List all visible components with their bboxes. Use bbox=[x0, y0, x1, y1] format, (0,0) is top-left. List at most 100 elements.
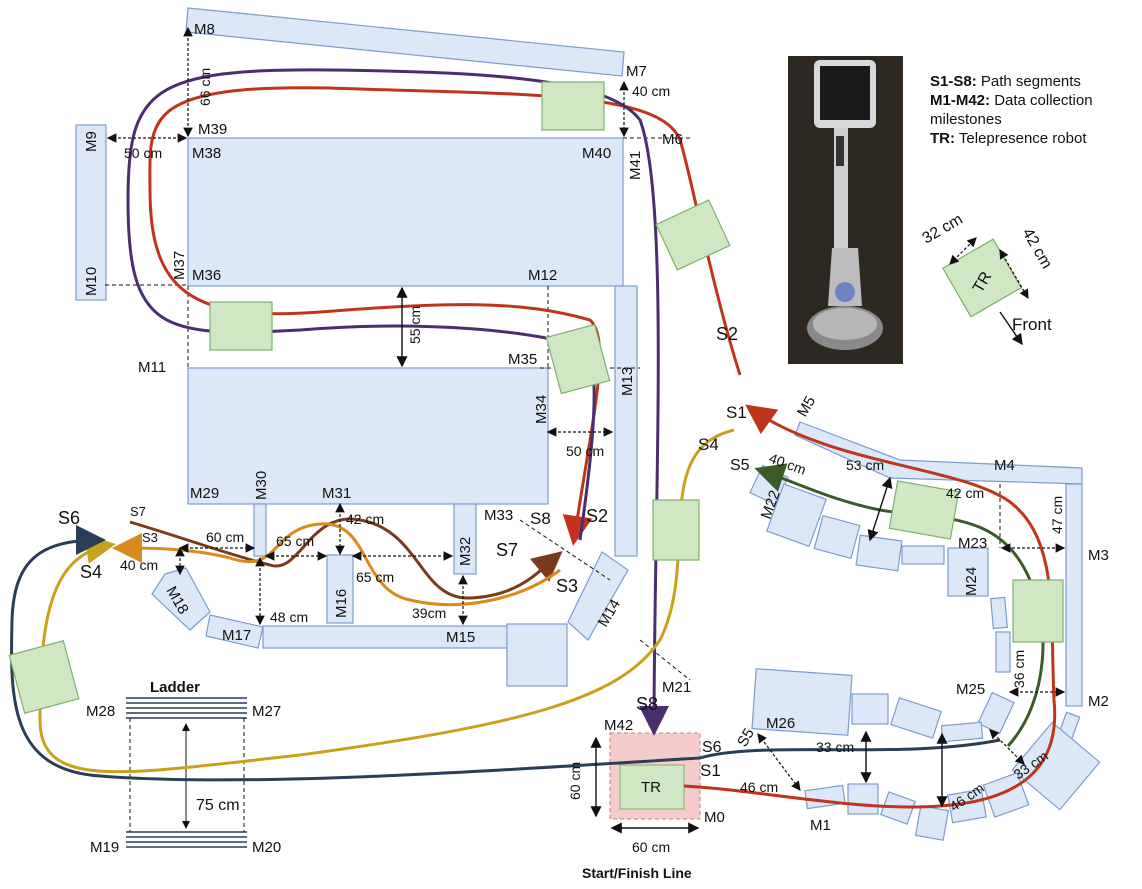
milestone-m28: M28 bbox=[86, 703, 115, 720]
start-robot-label: TR bbox=[641, 779, 661, 796]
path-s1 bbox=[683, 404, 1057, 809]
milestone-m31: M31 bbox=[322, 485, 351, 502]
path-s5 bbox=[754, 463, 1045, 748]
start-width-label: 60 cm bbox=[632, 839, 670, 855]
block-m25a bbox=[995, 631, 1011, 673]
robot-key-width: 32 cm bbox=[920, 211, 966, 248]
robot-key-length: 42 cm bbox=[1019, 226, 1056, 272]
block-cube bbox=[506, 623, 568, 687]
wall-m3 bbox=[1065, 483, 1083, 707]
robot-pos-m3 bbox=[1012, 579, 1064, 643]
milestone-m29: M29 bbox=[190, 485, 219, 502]
post-m16 bbox=[326, 554, 354, 624]
segment-s1-right: S1 bbox=[726, 403, 747, 422]
robot-pos-right bbox=[655, 199, 731, 271]
dim-47cm: 47 cm bbox=[1049, 496, 1065, 534]
segment-s8-mid: S8 bbox=[530, 509, 551, 528]
segment-s5-right: S5 bbox=[730, 457, 750, 474]
dim-40cm-left: 40 cm bbox=[120, 557, 158, 573]
milestone-m20: M20 bbox=[252, 839, 281, 856]
milestone-m9: M9 bbox=[83, 131, 100, 152]
segment-s8-bottom: S8 bbox=[636, 694, 658, 714]
segment-s1-start: S1 bbox=[700, 761, 721, 780]
milestone-m16: M16 bbox=[333, 589, 350, 618]
dim-55cm: 55 cm bbox=[407, 306, 423, 344]
robot-pos-top bbox=[541, 81, 605, 131]
milestone-m27: M27 bbox=[252, 703, 281, 720]
dimension-arrows bbox=[106, 26, 1066, 791]
dim-50cm-right: 50 cm bbox=[566, 443, 604, 459]
dim-42cm-right: 42 cm bbox=[946, 485, 984, 501]
robot-pos-m4 bbox=[888, 480, 960, 540]
block-right-b bbox=[1011, 721, 1101, 811]
milestone-m6: M6 bbox=[662, 131, 683, 148]
robot-pos-center bbox=[652, 499, 700, 561]
milestone-m37: M37 bbox=[171, 251, 188, 280]
milestone-m38: M38 bbox=[192, 145, 221, 162]
dim-65cm-b: 65 cm bbox=[356, 569, 394, 585]
block-m22d bbox=[855, 534, 903, 572]
block-m26d bbox=[940, 721, 984, 743]
legend: S1-S8: Path segments M1-M42: Data collec… bbox=[930, 72, 1135, 148]
segment-s4-right: S4 bbox=[698, 435, 719, 454]
milestone-m39: M39 bbox=[198, 121, 227, 138]
milestone-m32: M32 bbox=[457, 537, 474, 566]
dim-65cm-a: 65 cm bbox=[276, 533, 314, 549]
milestone-m2: M2 bbox=[1088, 693, 1109, 710]
milestone-m34: M34 bbox=[533, 395, 550, 424]
milestone-m15: M15 bbox=[446, 629, 475, 646]
milestone-m13: M13 bbox=[619, 367, 636, 396]
dim-33cm-a: 33 cm bbox=[816, 739, 854, 755]
start-finish-title: Start/Finish Line bbox=[582, 865, 692, 881]
segment-s2-right: S2 bbox=[716, 324, 738, 344]
table-upper bbox=[187, 137, 624, 287]
segment-s3-end: S3 bbox=[556, 576, 578, 596]
segment-s3-start: S3 bbox=[142, 530, 158, 545]
dim-60cm: 60 cm bbox=[206, 529, 244, 545]
dim-50cm-left: 50 cm bbox=[124, 145, 162, 161]
milestone-m3: M3 bbox=[1088, 547, 1109, 564]
block-m26b bbox=[851, 693, 889, 725]
milestone-m33: M33 bbox=[484, 507, 513, 524]
segment-labels: S1 S1 S2 S2 S3 S3 S4 S4 S5 S5 S6 S6 S7 S… bbox=[58, 324, 758, 780]
robot-pos-m35 bbox=[545, 323, 611, 395]
block-right-e bbox=[914, 805, 950, 841]
milestone-m26: M26 bbox=[766, 715, 795, 732]
ladder-gap-label: 75 cm bbox=[196, 797, 240, 814]
milestone-m12: M12 bbox=[528, 267, 557, 284]
milestone-m8: M8 bbox=[194, 21, 215, 38]
segment-s7-end: S7 bbox=[496, 540, 518, 560]
dim-46cm-a: 46 cm bbox=[740, 779, 778, 795]
wall-m13 bbox=[614, 285, 638, 557]
path-s7 bbox=[129, 517, 563, 600]
dim-36cm: 36 cm bbox=[1011, 650, 1027, 688]
milestone-m35: M35 bbox=[508, 351, 537, 368]
dim-42cm-center: 42 cm bbox=[346, 511, 384, 527]
robot-pos-left bbox=[8, 640, 80, 714]
block-m26 bbox=[751, 668, 853, 736]
segment-s2-mid: S2 bbox=[586, 506, 608, 526]
dim-66cm: 66 cm bbox=[197, 68, 213, 106]
post-m32 bbox=[453, 503, 477, 575]
block-m17 bbox=[205, 614, 264, 649]
milestone-m41: M41 bbox=[627, 151, 644, 180]
milestone-m36: M36 bbox=[192, 267, 221, 284]
legend-segments: S1-S8: Path segments bbox=[930, 73, 1081, 90]
path-s2 bbox=[148, 86, 742, 546]
milestone-m10: M10 bbox=[83, 267, 100, 296]
ladder-title: Ladder bbox=[150, 679, 200, 696]
milestone-labels: M0 M1 M2 M3 M4 M5 M6 M7 M8 M9 M10 M11 M1… bbox=[83, 21, 1109, 856]
block-m24 bbox=[947, 547, 989, 597]
wall-m9 bbox=[75, 124, 107, 301]
dim-48cm: 48 cm bbox=[270, 609, 308, 625]
dim-40cm-top: 40 cm bbox=[632, 83, 670, 99]
milestone-m40: M40 bbox=[582, 145, 611, 162]
robot-illustration bbox=[788, 56, 903, 364]
milestone-m4: M4 bbox=[994, 457, 1015, 474]
start-height-label: 60 cm bbox=[567, 762, 583, 800]
table-lower bbox=[187, 367, 549, 505]
dim-53cm: 53 cm bbox=[846, 457, 884, 473]
block-m1b bbox=[847, 783, 879, 815]
segment-s4-left: S4 bbox=[80, 562, 102, 582]
